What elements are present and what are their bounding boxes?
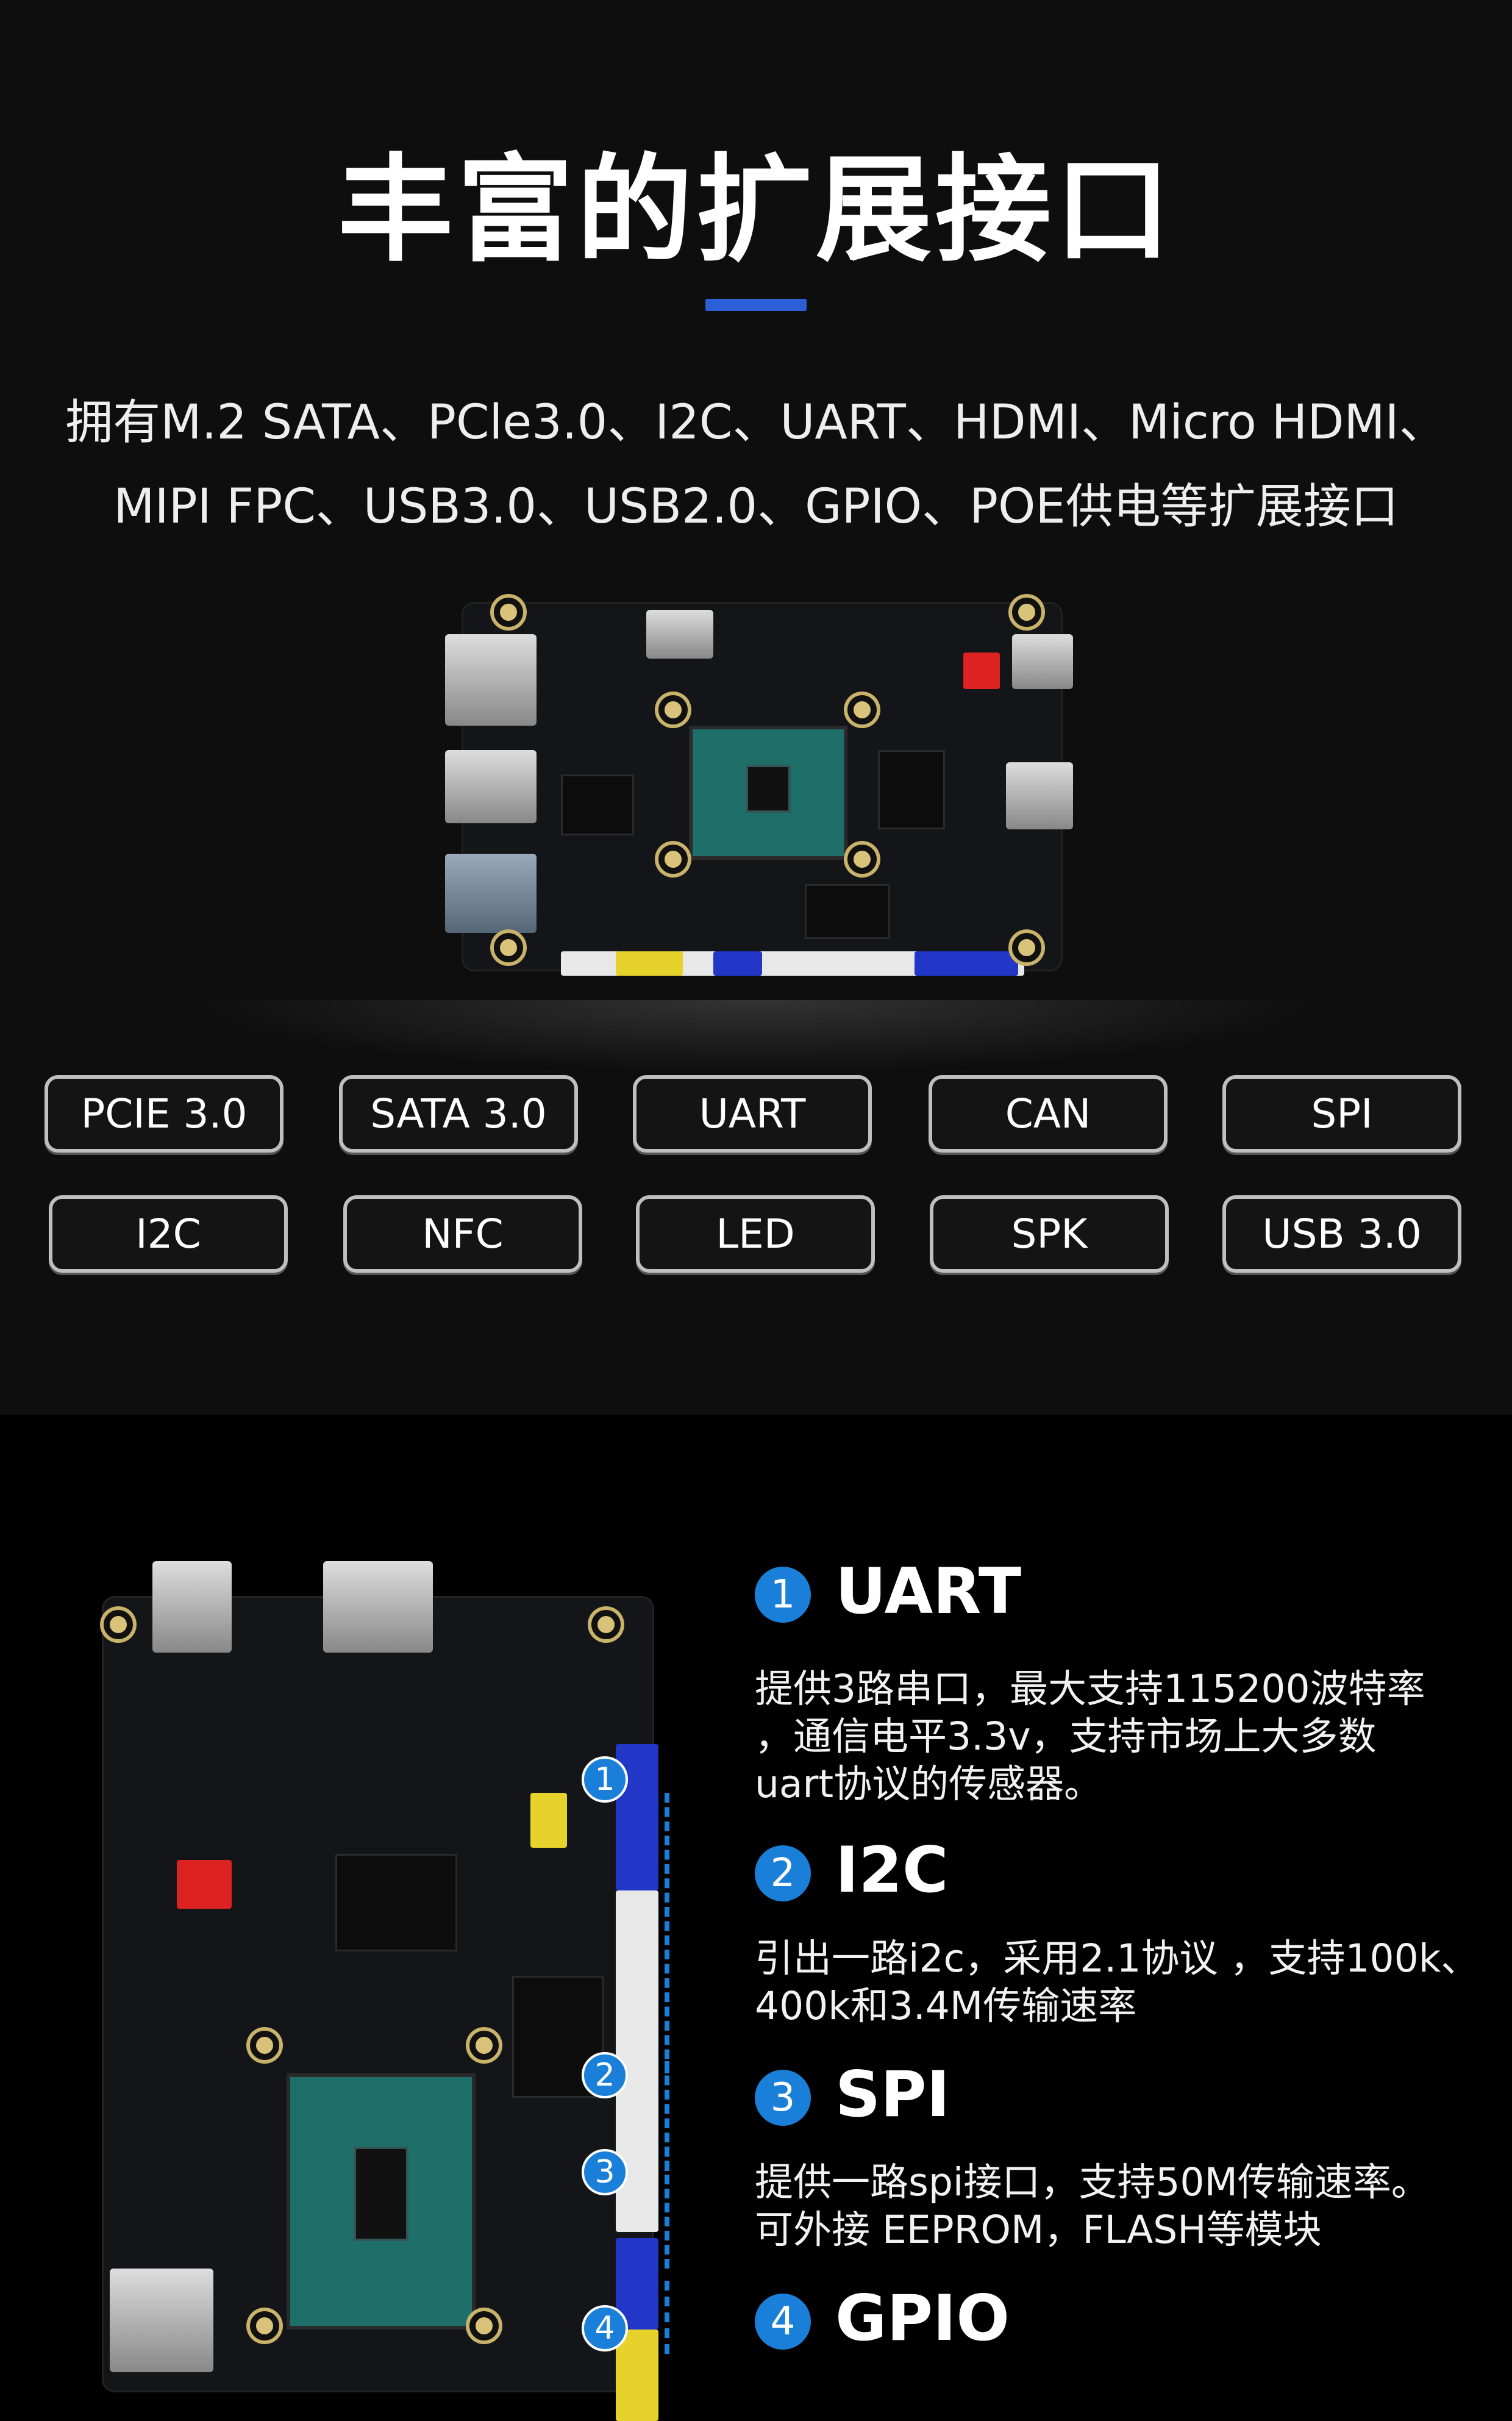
ic bbox=[878, 750, 945, 829]
number-badge-4: 4 bbox=[755, 2294, 811, 2350]
ethernet-port bbox=[445, 634, 537, 726]
tag-usb3: USB 3.0 bbox=[1222, 1195, 1461, 1273]
number-badge-2: 2 bbox=[755, 1845, 811, 1901]
tag-pcie: PCIE 3.0 bbox=[45, 1075, 284, 1153]
blue-connector bbox=[713, 951, 762, 976]
mount-hole bbox=[494, 933, 523, 962]
usb3-port bbox=[445, 854, 537, 933]
mount-hole bbox=[494, 598, 523, 627]
board-marker-3: 3 bbox=[582, 2149, 628, 2195]
uart-bracket bbox=[665, 1793, 669, 2073]
tag-led: LED bbox=[636, 1195, 875, 1273]
mount-hole bbox=[250, 2311, 279, 2341]
mount-hole bbox=[1012, 598, 1041, 627]
spi-bracket bbox=[665, 2147, 669, 2269]
uart-desc-3: uart协议的传感器。 bbox=[755, 1762, 1103, 1806]
tag-nfc: NFC bbox=[343, 1195, 582, 1273]
board-marker-4: 4 bbox=[582, 2305, 628, 2351]
number-badge-1: 1 bbox=[755, 1567, 811, 1623]
spi-desc-2: 可外接 EEPROM，FLASH等模块 bbox=[755, 2208, 1322, 2252]
ic bbox=[561, 774, 634, 835]
sd-slot bbox=[110, 2269, 213, 2372]
usb-port bbox=[445, 750, 537, 823]
tag-uart: UART bbox=[633, 1075, 872, 1153]
spi-desc-1: 提供一路spi接口，支持50M传输速率。 bbox=[755, 2160, 1430, 2205]
spi-heading: SPI bbox=[835, 2058, 950, 2131]
mount-hole bbox=[658, 845, 688, 874]
uart-desc-2: ，通信电平3.3v，支持市场上大多数 bbox=[755, 1714, 1377, 1759]
usb-c-port bbox=[1012, 634, 1073, 689]
board-image-side bbox=[104, 1561, 658, 2421]
tag-spk: SPK bbox=[930, 1195, 1169, 1273]
hdmi-port bbox=[1006, 762, 1073, 829]
i2c-heading: I2C bbox=[835, 1834, 949, 1907]
interface-details-section: 1 2 3 4 1 UART 提供3路串口，最大支持115200波特率 ，通信电… bbox=[0, 1415, 1512, 2421]
subtitle-line-2: MIPI FPC、USB3.0、USB2.0、GPIO、POE供电等扩展接口 bbox=[113, 479, 1399, 534]
number-badge-3: 3 bbox=[755, 2070, 811, 2126]
sd-slot bbox=[646, 610, 713, 659]
blue-connector bbox=[915, 951, 1018, 976]
subtitle-line-1: 拥有M.2 SATA、PCle3.0、I2C、UART、HDMI、Micro H… bbox=[65, 395, 1447, 450]
hdmi-port bbox=[323, 1561, 433, 1653]
tag-can: CAN bbox=[929, 1075, 1168, 1153]
cpu-chip bbox=[287, 2073, 476, 2330]
mount-hole bbox=[591, 1610, 621, 1639]
red-connector bbox=[963, 653, 1000, 689]
title-underline bbox=[705, 299, 807, 311]
mount-hole bbox=[469, 2031, 499, 2060]
yellow-connector bbox=[530, 1793, 567, 1848]
mount-hole bbox=[1012, 933, 1041, 962]
mount-hole bbox=[469, 2311, 499, 2341]
yellow-connector bbox=[616, 951, 683, 976]
mount-hole bbox=[847, 695, 877, 724]
tag-sata: SATA 3.0 bbox=[339, 1075, 578, 1153]
gpio-heading: GPIO bbox=[835, 2282, 1010, 2355]
i2c-desc-1: 引出一路i2c，采用2.1协议 ，支持100k、 bbox=[755, 1936, 1480, 1981]
uart-heading: UART bbox=[835, 1555, 1022, 1628]
section-title: 丰富的扩展接口 bbox=[337, 143, 1174, 277]
ethernet-port bbox=[152, 1561, 232, 1653]
i2c-bracket bbox=[665, 2061, 669, 2171]
i2c-desc-2: 400k和3.4M传输速率 bbox=[755, 1984, 1137, 2028]
gpio-bracket bbox=[665, 2281, 669, 2354]
ic bbox=[335, 1854, 457, 1951]
interfaces-section: 丰富的扩展接口 拥有M.2 SATA、PCle3.0、I2C、UART、HDMI… bbox=[0, 0, 1512, 1415]
red-connector bbox=[177, 1860, 232, 1909]
ic bbox=[805, 884, 890, 939]
mount-hole bbox=[658, 695, 688, 724]
tag-i2c: I2C bbox=[49, 1195, 288, 1273]
board-reflection bbox=[183, 1000, 1329, 1073]
board-marker-2: 2 bbox=[582, 2052, 628, 2098]
board-image-top bbox=[445, 598, 1073, 976]
mount-hole bbox=[104, 1610, 133, 1639]
cpu-chip bbox=[689, 726, 847, 860]
mount-hole bbox=[847, 845, 877, 874]
tag-spi: SPI bbox=[1222, 1075, 1461, 1153]
board-marker-1: 1 bbox=[582, 1756, 628, 1803]
uart-desc-1: 提供3路串口，最大支持115200波特率 bbox=[755, 1667, 1425, 1711]
mount-hole bbox=[250, 2031, 279, 2060]
